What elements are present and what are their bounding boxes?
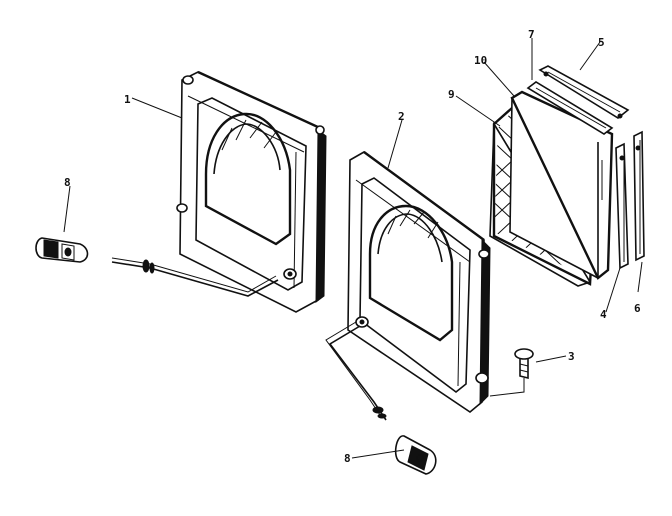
callout-5: 5 [598, 36, 605, 49]
callout-3: 3 [568, 350, 575, 363]
callout-9: 9 [448, 88, 455, 101]
callout-8-upper: 8 [64, 176, 71, 189]
handle-rod-upper [111, 257, 279, 297]
door-frame-rear [176, 70, 327, 313]
callout-8-lower: 8 [344, 452, 351, 465]
retainer-strip-side [615, 130, 645, 270]
leader-lines [63, 38, 643, 459]
callout-7: 7 [528, 28, 535, 41]
handle-knob-upper [35, 237, 89, 263]
glass-panel [509, 90, 614, 280]
callout-1: 1 [124, 93, 131, 106]
handle-rod-lower [325, 321, 387, 421]
handle-knob-lower [394, 435, 437, 475]
callout-2: 2 [398, 110, 405, 123]
retainer-strip-top [526, 65, 630, 135]
screw [514, 348, 534, 380]
callout-labels: 1 2 3 4 5 6 7 8 8 9 10 [64, 28, 641, 465]
callout-10: 10 [474, 54, 487, 67]
door-frame-front [347, 151, 491, 413]
callout-6: 6 [634, 302, 641, 315]
callout-4: 4 [600, 308, 607, 321]
